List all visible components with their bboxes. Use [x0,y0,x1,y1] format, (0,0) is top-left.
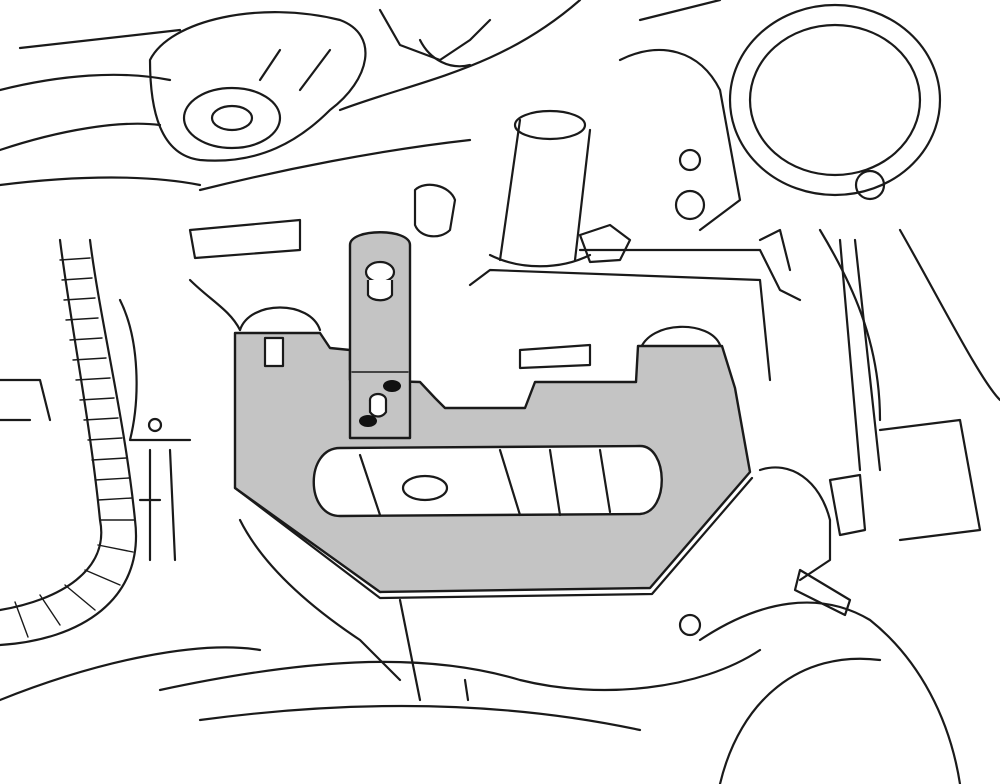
housing-opening [728,3,942,197]
alignment-tool-plate [233,331,754,600]
locating-pin [383,380,401,392]
locating-pin [359,415,377,427]
grommet-ring [182,86,282,150]
wiring-harness-hose [0,238,103,612]
timing-bracket [348,231,412,440]
